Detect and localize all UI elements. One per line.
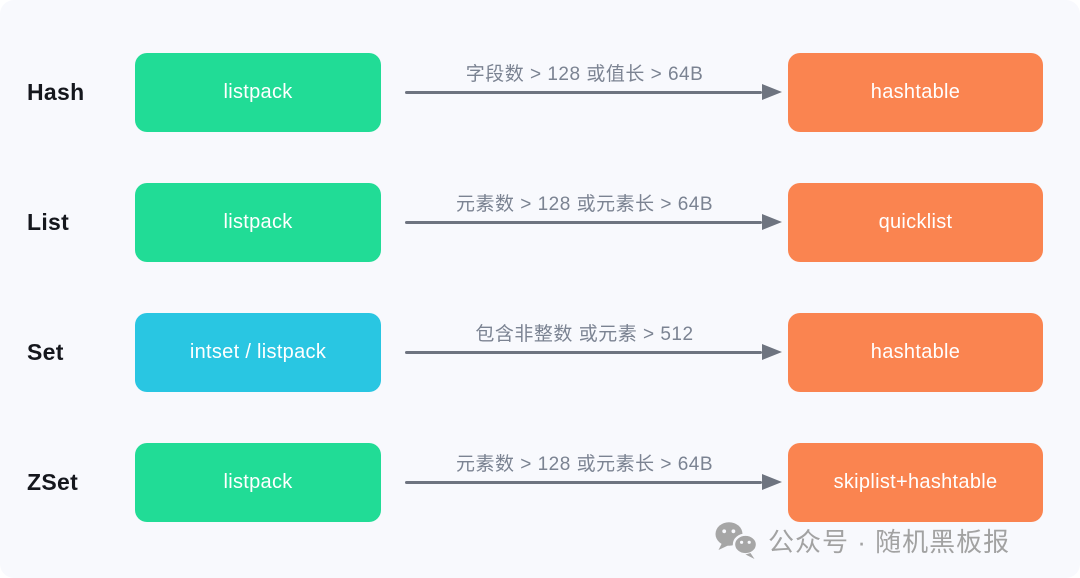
arrow-head-icon: [762, 214, 782, 230]
arrow-line: [405, 481, 762, 484]
encoding-box-zset-from: listpack: [135, 443, 381, 522]
encoding-box-set-to: hashtable: [788, 313, 1043, 392]
encoding-box-label: hashtable: [870, 81, 961, 103]
row-hash: Hash listpack 字段数 > 128 或值长 > 64B hashta…: [0, 53, 1080, 132]
watermark-text: 公众号 · 随机黑板报: [768, 526, 1011, 557]
watermark: 公众号 · 随机黑板报: [714, 517, 1010, 563]
wechat-icon: [715, 521, 759, 559]
type-label-set: Set: [27, 339, 64, 365]
condition-label-list: 元素数 > 128 或元素长 > 64B: [455, 194, 714, 215]
encoding-box-set-from: intset / listpack: [135, 313, 381, 392]
encoding-box-label: hashtable: [870, 341, 961, 363]
row-zset: ZSet listpack 元素数 > 128 或元素长 > 64B skipl…: [0, 443, 1080, 522]
encoding-box-label: listpack: [223, 471, 293, 493]
row-list: List listpack 元素数 > 128 或元素长 > 64B quick…: [0, 183, 1080, 262]
encoding-box-hash-to: hashtable: [788, 53, 1043, 132]
row-set: Set intset / listpack 包含非整数 或元素 > 512 ha…: [0, 313, 1080, 392]
condition-label-set: 包含非整数 或元素 > 512: [475, 324, 694, 345]
type-label-list: List: [27, 209, 70, 235]
arrow-head-icon: [762, 84, 782, 100]
encoding-box-list-from: listpack: [135, 183, 381, 262]
transition-arrow-list: 元素数 > 128 或元素长 > 64B: [381, 183, 788, 262]
type-label-hash: Hash: [27, 79, 85, 105]
type-label-zset: ZSet: [27, 469, 79, 495]
encoding-box-label: listpack: [223, 81, 293, 103]
arrow-line: [405, 91, 762, 94]
transition-arrow-zset: 元素数 > 128 或元素长 > 64B: [381, 443, 788, 522]
encoding-box-zset-to: skiplist+hashtable: [788, 443, 1043, 522]
condition-label-zset: 元素数 > 128 或元素长 > 64B: [455, 454, 714, 475]
encoding-box-list-to: quicklist: [788, 183, 1043, 262]
arrow-line: [405, 351, 762, 354]
encoding-box-label: quicklist: [878, 211, 953, 233]
transition-arrow-hash: 字段数 > 128 或值长 > 64B: [381, 53, 788, 132]
encoding-box-label: listpack: [223, 211, 293, 233]
encoding-box-hash-from: listpack: [135, 53, 381, 132]
transition-arrow-set: 包含非整数 或元素 > 512: [381, 313, 788, 392]
arrow-head-icon: [762, 474, 782, 490]
arrow-head-icon: [762, 344, 782, 360]
encoding-box-label: skiplist+hashtable: [833, 471, 998, 493]
encoding-box-label: intset / listpack: [189, 341, 327, 363]
condition-label-hash: 字段数 > 128 或值长 > 64B: [465, 64, 704, 85]
arrow-line: [405, 221, 762, 224]
